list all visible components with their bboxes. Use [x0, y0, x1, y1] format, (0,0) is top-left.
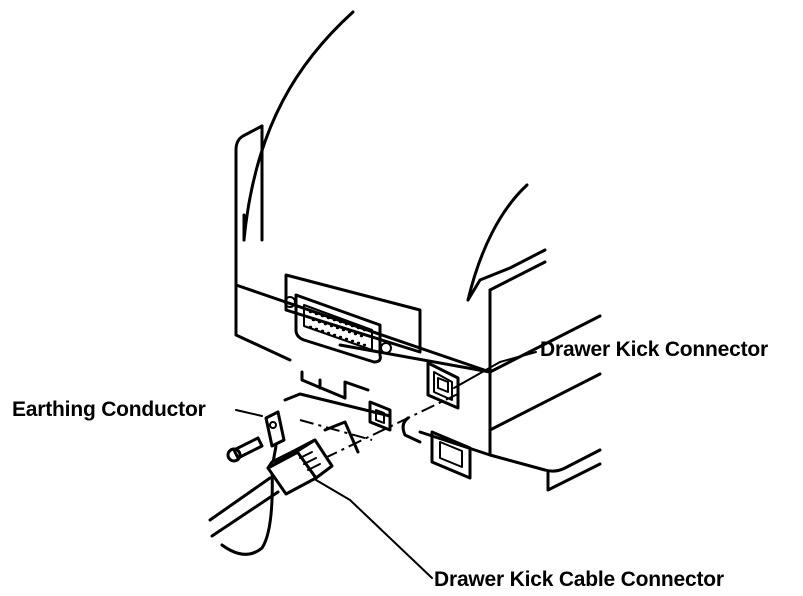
leader-lines	[235, 351, 537, 579]
earth-mount-plate	[283, 392, 392, 454]
parallel-port	[284, 273, 422, 364]
drawer-kick-cable	[208, 438, 334, 556]
earthing-lug	[264, 410, 286, 470]
label-drawer-kick-connector: Drawer Kick Connector	[540, 338, 769, 361]
drawer-kick-port	[426, 361, 460, 410]
printer-cover	[242, 10, 529, 302]
label-drawer-kick-cable-connector: Drawer Kick Cable Connector	[434, 568, 724, 591]
earthing-screw	[226, 436, 264, 463]
label-earthing-conductor: Earthing Conductor	[12, 398, 206, 421]
